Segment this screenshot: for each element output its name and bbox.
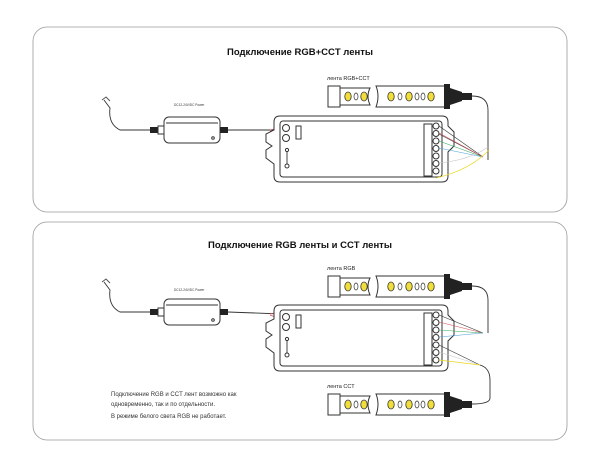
strip-rgb-cct-label: лента RGB+CCT: [327, 76, 370, 82]
strip-cct-label: лента CCT: [327, 384, 355, 390]
note-line-3: В режиме белого света RGB не работает.: [111, 414, 227, 420]
note-line-2: одновременно, так и по отдельности.: [111, 402, 215, 408]
panel2-title: Подключение RGB ленты и CCT ленты: [208, 240, 392, 251]
controller: [265, 115, 455, 183]
controller-2: [265, 304, 455, 372]
strip-rgb-label: лента RGB: [327, 266, 356, 272]
power-label-2: DC12-24V/DC Power: [174, 288, 205, 292]
panel1-title: Подключение RGB+CCT ленты: [227, 47, 373, 58]
power-label: DC12-24V/DC Power: [174, 103, 205, 107]
note-line-1: Подключение RGB и CCT лент возможно как: [111, 392, 237, 398]
